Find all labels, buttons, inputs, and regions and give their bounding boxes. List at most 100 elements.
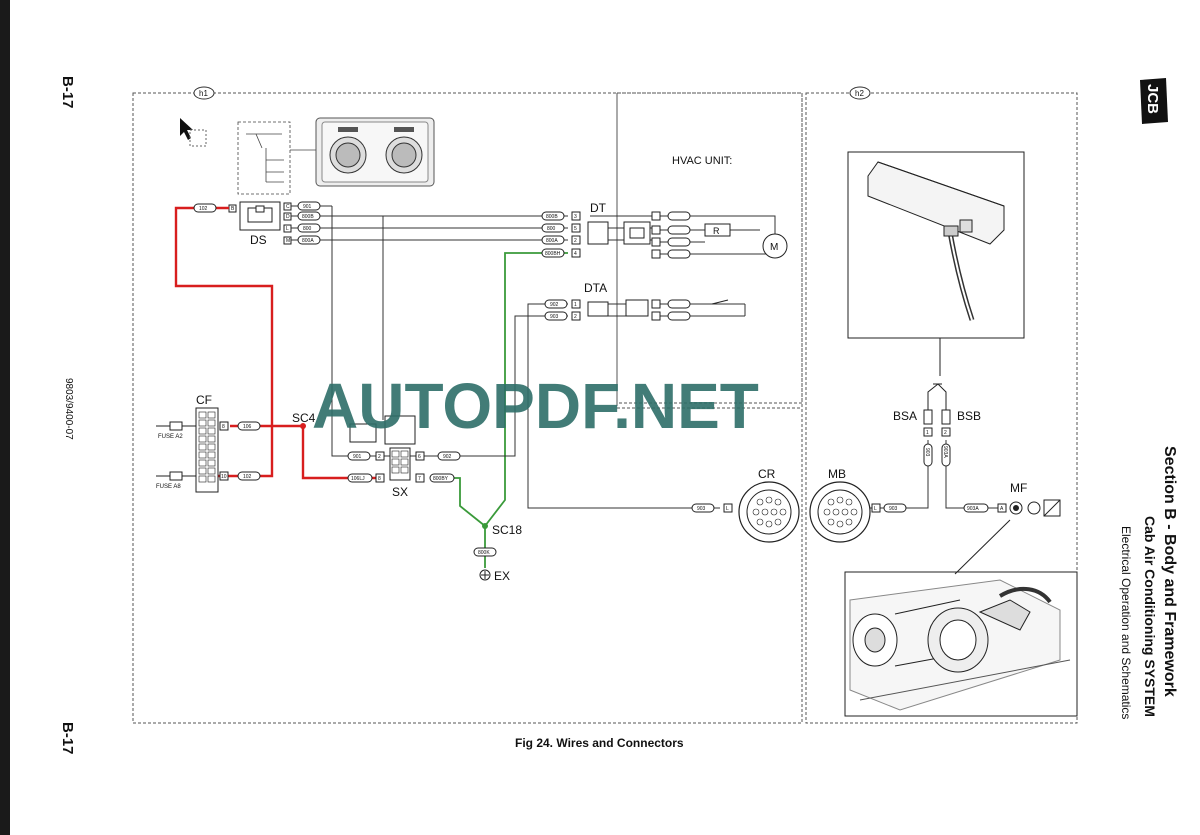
- svg-text:M: M: [286, 238, 290, 244]
- cursor-pointer-icon: [180, 118, 207, 147]
- svg-text:6: 6: [418, 454, 421, 460]
- pressure-switch-location-illustration: [847, 151, 1025, 376]
- bsb-pin: [941, 427, 951, 437]
- svg-text:L: L: [726, 506, 729, 512]
- svg-text:1: 1: [926, 430, 929, 436]
- page-edge-bar: [0, 0, 10, 835]
- cr-connector: [738, 481, 800, 543]
- svg-text:106: 106: [243, 424, 252, 430]
- relay-icon: [349, 415, 416, 445]
- svg-text:903A: 903A: [942, 446, 948, 458]
- sx-pins: 2 8 6 7: [375, 451, 425, 483]
- hvac-title: HVAC UNIT:: [672, 155, 732, 167]
- dta-label: DTA: [584, 281, 607, 295]
- svg-text:7: 7: [418, 476, 421, 482]
- svg-text:902: 902: [550, 302, 559, 308]
- dt-connector: [587, 221, 651, 245]
- watermark: AUTOPDF.NET: [312, 370, 759, 442]
- fuse-a8-symbol: [156, 471, 196, 481]
- svg-text:C: C: [286, 204, 290, 210]
- svg-text:5: 5: [574, 226, 577, 232]
- dta-pins: 1 2: [571, 299, 581, 321]
- resistor-label: R: [713, 226, 720, 236]
- mf-connector: [1009, 499, 1061, 517]
- ds-pins: B C D L M: [228, 202, 292, 245]
- svg-text:2: 2: [574, 238, 577, 244]
- grid-ref-h1: h1: [193, 86, 215, 100]
- dt-pins: 3 5 2 4: [571, 211, 581, 258]
- svg-text:903: 903: [924, 448, 930, 457]
- hvac-pin-boxes: [651, 211, 691, 321]
- sc18-splice: [482, 523, 488, 529]
- svg-text:1: 1: [574, 302, 577, 308]
- mb-label: MB: [828, 467, 846, 481]
- sx-connector: [389, 447, 411, 481]
- compressor-illustration: [844, 519, 1078, 717]
- cr-pin: [723, 503, 733, 513]
- logo-text: JCB: [1144, 84, 1161, 114]
- svg-text:800: 800: [303, 226, 312, 232]
- dt-label: DT: [590, 201, 607, 215]
- svg-text:800B: 800B: [302, 214, 314, 220]
- jcb-logo: JCB: [1140, 78, 1168, 124]
- fuse-a2-symbol: [156, 421, 196, 431]
- pressure-switch-icon: [923, 383, 951, 425]
- svg-text:800A: 800A: [302, 238, 314, 244]
- ds-connector: [239, 201, 281, 231]
- svg-text:903: 903: [889, 506, 898, 512]
- svg-text:2: 2: [378, 454, 381, 460]
- cr-label: CR: [758, 467, 776, 481]
- svg-text:800A: 800A: [546, 238, 558, 244]
- dta-connector: [587, 299, 649, 317]
- sx-label: SX: [392, 485, 408, 499]
- motor-icon: M: [762, 233, 788, 259]
- wire-tags: 102 901 800B 800 800A 800B 800 800A 800B…: [193, 201, 989, 557]
- grid-ref-h2-label: h2: [855, 89, 864, 98]
- hvac-control-panel-icon: [315, 117, 435, 187]
- svg-text:L: L: [874, 506, 877, 512]
- svg-text:903: 903: [697, 506, 706, 512]
- motor-label: M: [770, 242, 778, 253]
- resistor-icon: R: [704, 223, 731, 237]
- ground-icon: [479, 569, 491, 581]
- figure-caption: Fig 24. Wires and Connectors: [515, 736, 684, 750]
- sc18-label: SC18: [492, 523, 522, 537]
- svg-text:2: 2: [944, 430, 947, 436]
- dta-switch-icon: [711, 299, 729, 305]
- svg-text:800B: 800B: [546, 214, 558, 220]
- fuse-a2-label: FUSE A2: [158, 434, 183, 440]
- frame-h2: [805, 92, 1078, 724]
- sc4-label: SC4: [292, 411, 316, 425]
- svg-text:800: 800: [547, 226, 556, 232]
- svg-text:903: 903: [550, 314, 559, 320]
- svg-text:D: D: [286, 214, 290, 220]
- svg-text:A: A: [1000, 506, 1004, 512]
- cf-label: CF: [196, 393, 212, 407]
- cf-pins: 8 10: [219, 421, 229, 481]
- mf-label: MF: [1010, 481, 1027, 495]
- svg-text:903A: 903A: [967, 506, 979, 512]
- svg-text:3: 3: [574, 214, 577, 220]
- svg-text:8: 8: [378, 476, 381, 482]
- svg-text:2: 2: [574, 314, 577, 320]
- svg-text:4: 4: [574, 251, 577, 257]
- ds-label: DS: [250, 233, 267, 247]
- ds-switch-schematic: [237, 121, 291, 195]
- svg-text:902: 902: [443, 454, 452, 460]
- grid-ref-h2: h2: [849, 86, 871, 100]
- svg-text:901: 901: [353, 454, 362, 460]
- bsb-label: BSB: [957, 409, 981, 423]
- svg-text:102: 102: [243, 474, 252, 480]
- cf-fuse-box: [195, 407, 219, 493]
- svg-text:102: 102: [199, 206, 208, 212]
- svg-text:8: 8: [222, 424, 225, 430]
- svg-text:L: L: [286, 226, 289, 232]
- mb-pin: [871, 503, 881, 513]
- fuse-a8-label: FUSE A8: [156, 484, 181, 490]
- mb-connector: [809, 481, 871, 543]
- svg-text:800K: 800K: [478, 550, 490, 556]
- svg-text:800BH: 800BH: [545, 251, 561, 257]
- svg-text:106LJ: 106LJ: [351, 476, 365, 482]
- svg-text:800BY: 800BY: [433, 476, 449, 482]
